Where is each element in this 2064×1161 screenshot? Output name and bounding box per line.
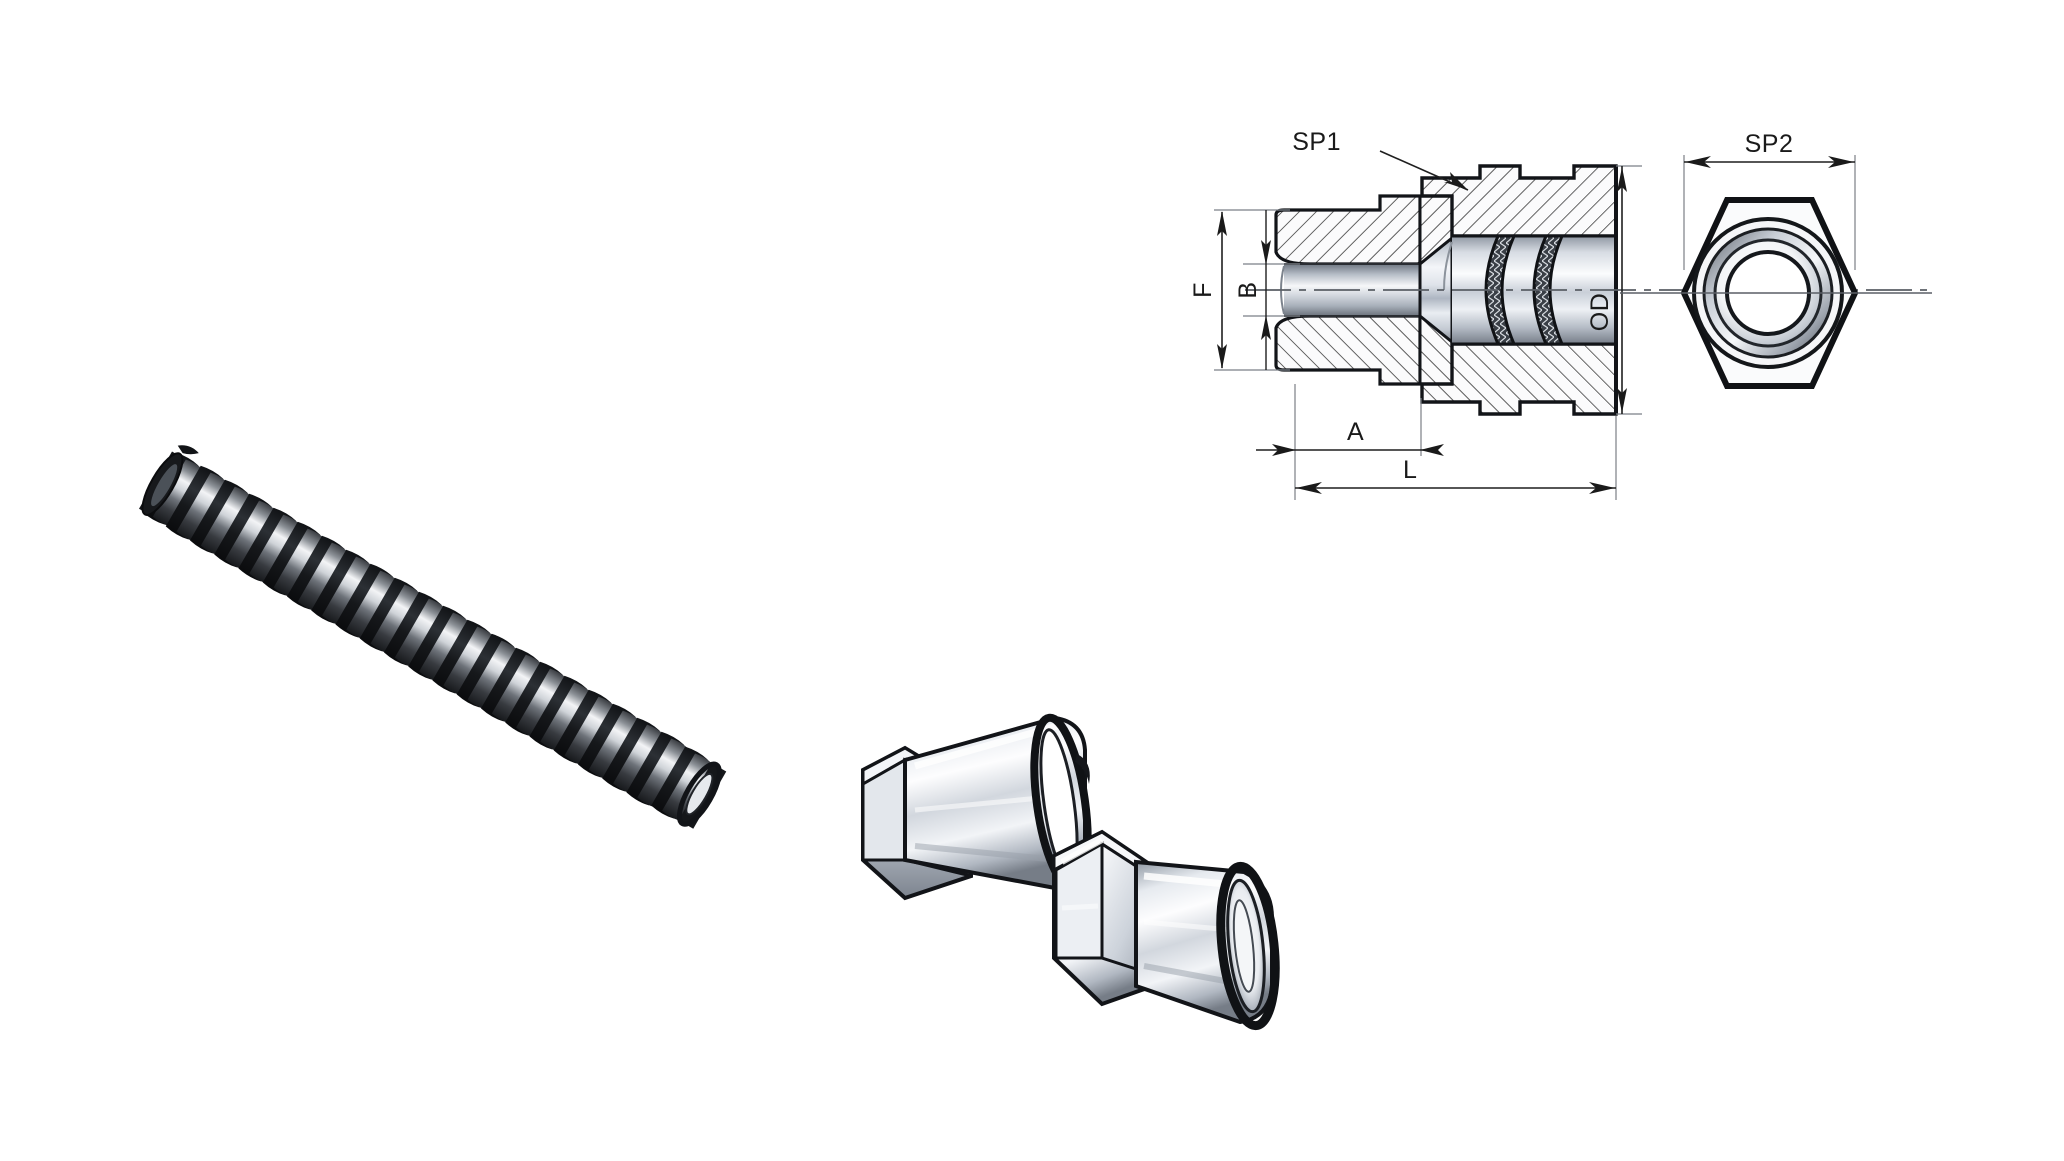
section-nut-body: [1420, 164, 1618, 416]
dimension-b: B: [1234, 210, 1300, 370]
dimension-a: A: [1256, 384, 1444, 456]
f-label: F: [1189, 282, 1217, 298]
hex-fitting-right-3d: [1052, 829, 1280, 1031]
sp2-label: SP2: [1745, 130, 1794, 158]
a-label: A: [1347, 418, 1364, 446]
dimension-sp2: SP2: [1683, 130, 1856, 270]
dimension-f: F: [1189, 209, 1290, 371]
od-label: OD: [1586, 293, 1614, 332]
dimension-l: L: [1294, 416, 1617, 500]
flexible-conduit-3d: [139, 445, 727, 829]
dimension-sp1: SP1: [1292, 128, 1469, 191]
b-label: B: [1234, 281, 1262, 298]
hex-end-view: SP2: [1620, 130, 1932, 389]
l-label: L: [1403, 456, 1417, 484]
dimension-od: OD: [1586, 165, 1642, 415]
sp1-label: SP1: [1292, 128, 1341, 156]
